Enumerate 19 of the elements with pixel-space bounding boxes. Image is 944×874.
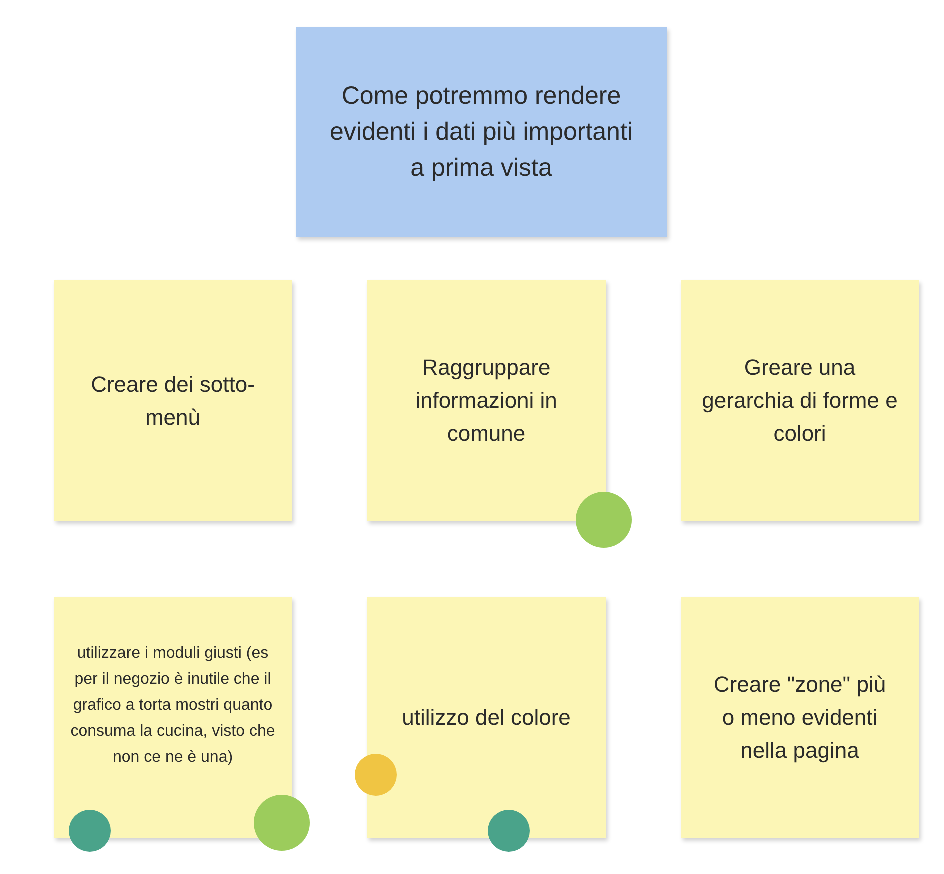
note-text: Creare dei sotto-menù xyxy=(90,370,256,432)
note-text: Greare una gerarchia di forme e colori xyxy=(701,354,899,448)
question-note xyxy=(296,27,667,237)
sticky-note xyxy=(681,597,919,838)
sticky-note xyxy=(681,280,919,521)
sticky-note xyxy=(367,597,606,838)
sticky-note xyxy=(54,597,292,838)
note-text: Raggruppare informazioni in comune xyxy=(414,354,558,448)
note-text: utilizzo del colore xyxy=(401,704,572,732)
note-text: Come potremmo rendere evidenti i dati più importanti a prima vista xyxy=(329,81,634,184)
note-text: utilizzare i moduli giusti (es per il negozio è inutile che il grafico a torta mostri quanto consuma la cucina, visto che non ce ne è una) xyxy=(70,644,276,768)
sticky-note xyxy=(367,280,606,521)
sticky-note xyxy=(54,280,292,521)
dot-sticker xyxy=(254,795,310,851)
dot-sticker xyxy=(488,810,530,852)
dot-sticker xyxy=(576,492,632,548)
dot-sticker xyxy=(69,810,111,852)
dot-sticker xyxy=(355,754,397,796)
note-text: Creare "zone" più o meno evidenti nella pagina xyxy=(712,671,888,765)
